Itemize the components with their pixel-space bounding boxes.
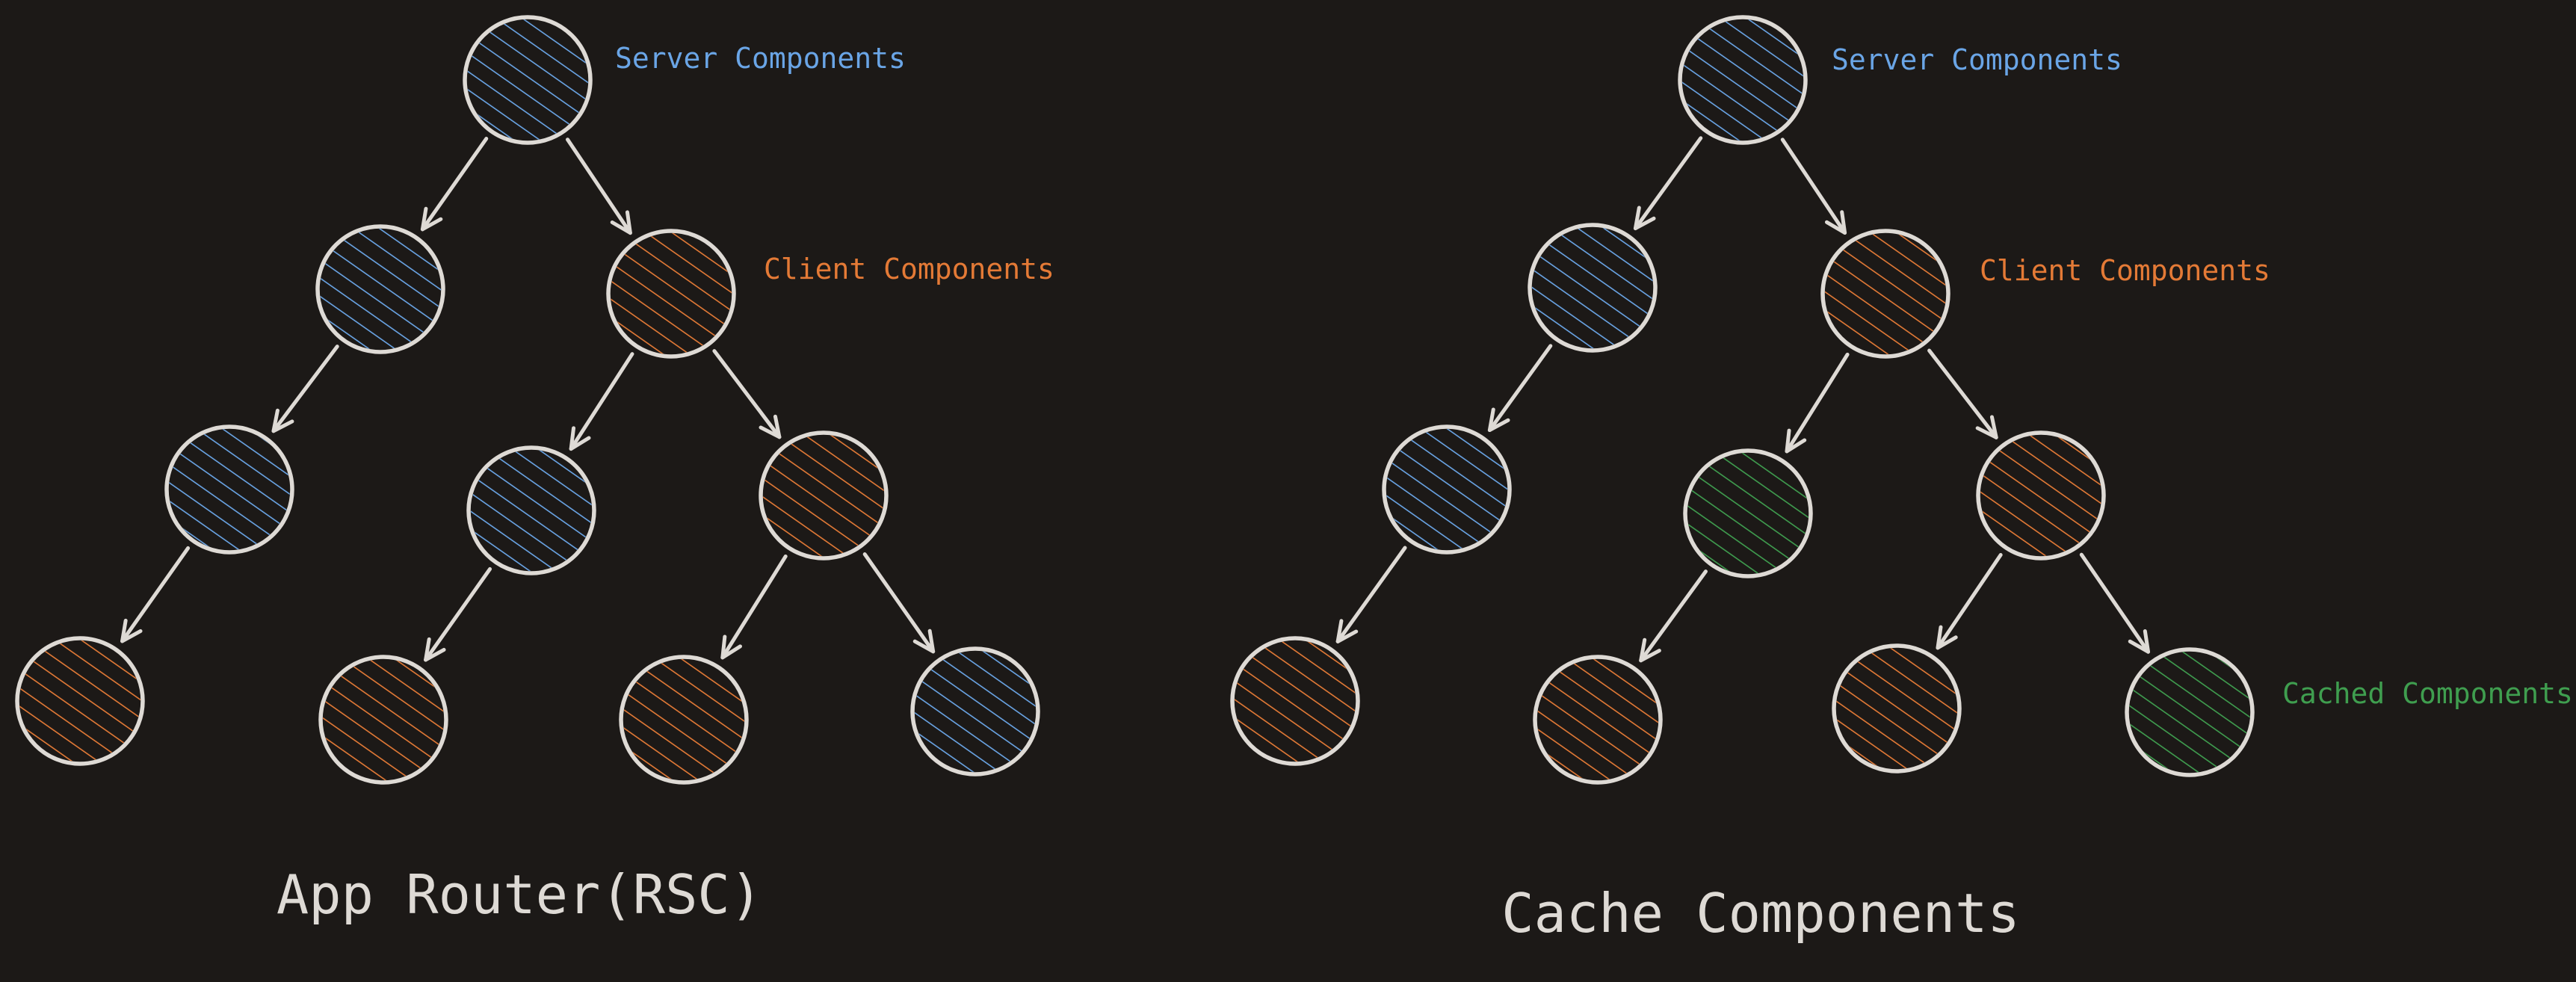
cache-components-legend-client-label: Client Components: [1980, 254, 2270, 287]
cache-components-node-cached: [2125, 647, 2255, 777]
app-router-node-client: [619, 655, 749, 785]
app-router-edge: [424, 566, 492, 662]
cache-components-node-cached: [1683, 448, 1813, 578]
app-router-edge: [720, 554, 788, 660]
app-router-node-client: [759, 430, 889, 561]
app-router-edge: [566, 138, 632, 235]
cache-components-edge: [1487, 344, 1553, 433]
app-router-legend-server-label: Server Components: [615, 42, 906, 75]
cache-components-node-server: [1382, 424, 1512, 555]
cache-components-edge: [1927, 348, 1998, 439]
app-router-node-server: [463, 15, 593, 145]
cache-components-node-client: [1533, 655, 1663, 785]
app-router-edge: [420, 137, 489, 232]
cache-components-edge: [1335, 546, 1407, 643]
cache-components-edge: [1936, 552, 2003, 650]
app-router-node-client: [15, 636, 145, 766]
app-router-edge: [569, 352, 634, 451]
app-router-node-client: [318, 655, 448, 785]
app-router-node-server: [466, 445, 596, 575]
cache-components-node-server: [1528, 223, 1658, 353]
cache-components-edge: [1780, 138, 1847, 235]
nodes-layer: [15, 15, 2255, 785]
cache-components-title: Cache Components: [1501, 882, 2020, 945]
app-router-node-server: [315, 224, 445, 354]
app-router-edge: [862, 552, 936, 654]
cache-components-node-client: [1832, 643, 1962, 773]
app-router-node-client: [606, 229, 736, 359]
cache-components-node-client: [1230, 636, 1360, 766]
app-router-node-server: [164, 424, 294, 555]
app-router-node-server: [910, 646, 1040, 776]
cache-components-node-client: [1820, 229, 1950, 359]
cache-components-edge: [1639, 569, 1708, 663]
cache-components-edge: [2079, 552, 2151, 654]
app-router-edge: [271, 345, 339, 433]
app-router-edge: [120, 546, 191, 643]
cache-components-legend-server-label: Server Components: [1832, 43, 2122, 76]
cache-components-edge: [1785, 352, 1850, 454]
cache-components-edge: [1633, 136, 1703, 231]
cache-components-node-server: [1678, 15, 1808, 145]
cache-components-legend-cached-label: Cached Components: [2282, 677, 2573, 710]
cache-components-node-client: [1976, 430, 2106, 561]
edges-layer: [120, 136, 2151, 663]
app-router-legend-client-label: Client Components: [764, 253, 1054, 285]
app-router-edge: [712, 349, 782, 439]
app-router-title: App Router(RSC): [277, 863, 762, 926]
